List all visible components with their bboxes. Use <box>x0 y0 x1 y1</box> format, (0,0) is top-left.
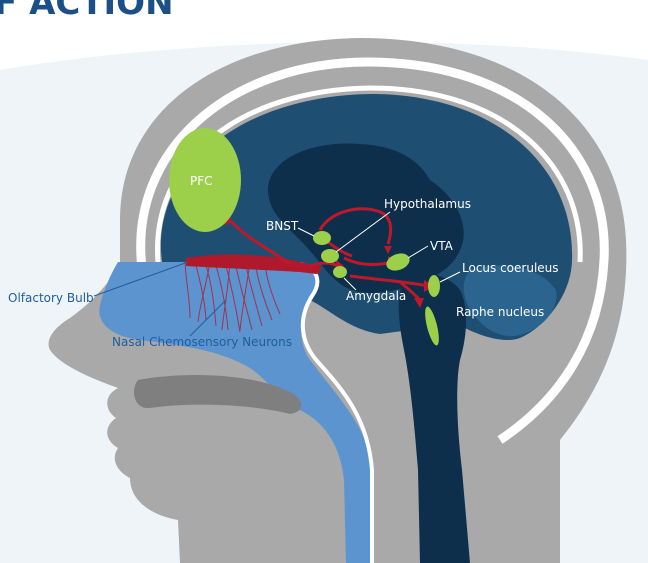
bnst-label: BNST <box>266 219 299 233</box>
nasal-neurons-label: Nasal Chemosensory Neurons <box>112 335 292 349</box>
locus-coeruleus-label: Locus coeruleus <box>462 261 559 275</box>
page-title: F ACTION <box>0 0 174 23</box>
olfactory-bulb-label: Olfactory Bulb <box>8 291 94 305</box>
amygdala-label: Amygdala <box>346 289 406 303</box>
locus-coeruleus-node <box>428 275 440 297</box>
vta-label: VTA <box>430 239 454 253</box>
bnst-node <box>313 231 331 245</box>
raphe-nucleus-label: Raphe nucleus <box>456 305 544 319</box>
amygdala-node <box>333 266 347 278</box>
hypothalamus-label: Hypothalamus <box>384 197 471 211</box>
hypothalamus-node <box>321 249 339 263</box>
pfc-label: PFC <box>190 174 213 188</box>
